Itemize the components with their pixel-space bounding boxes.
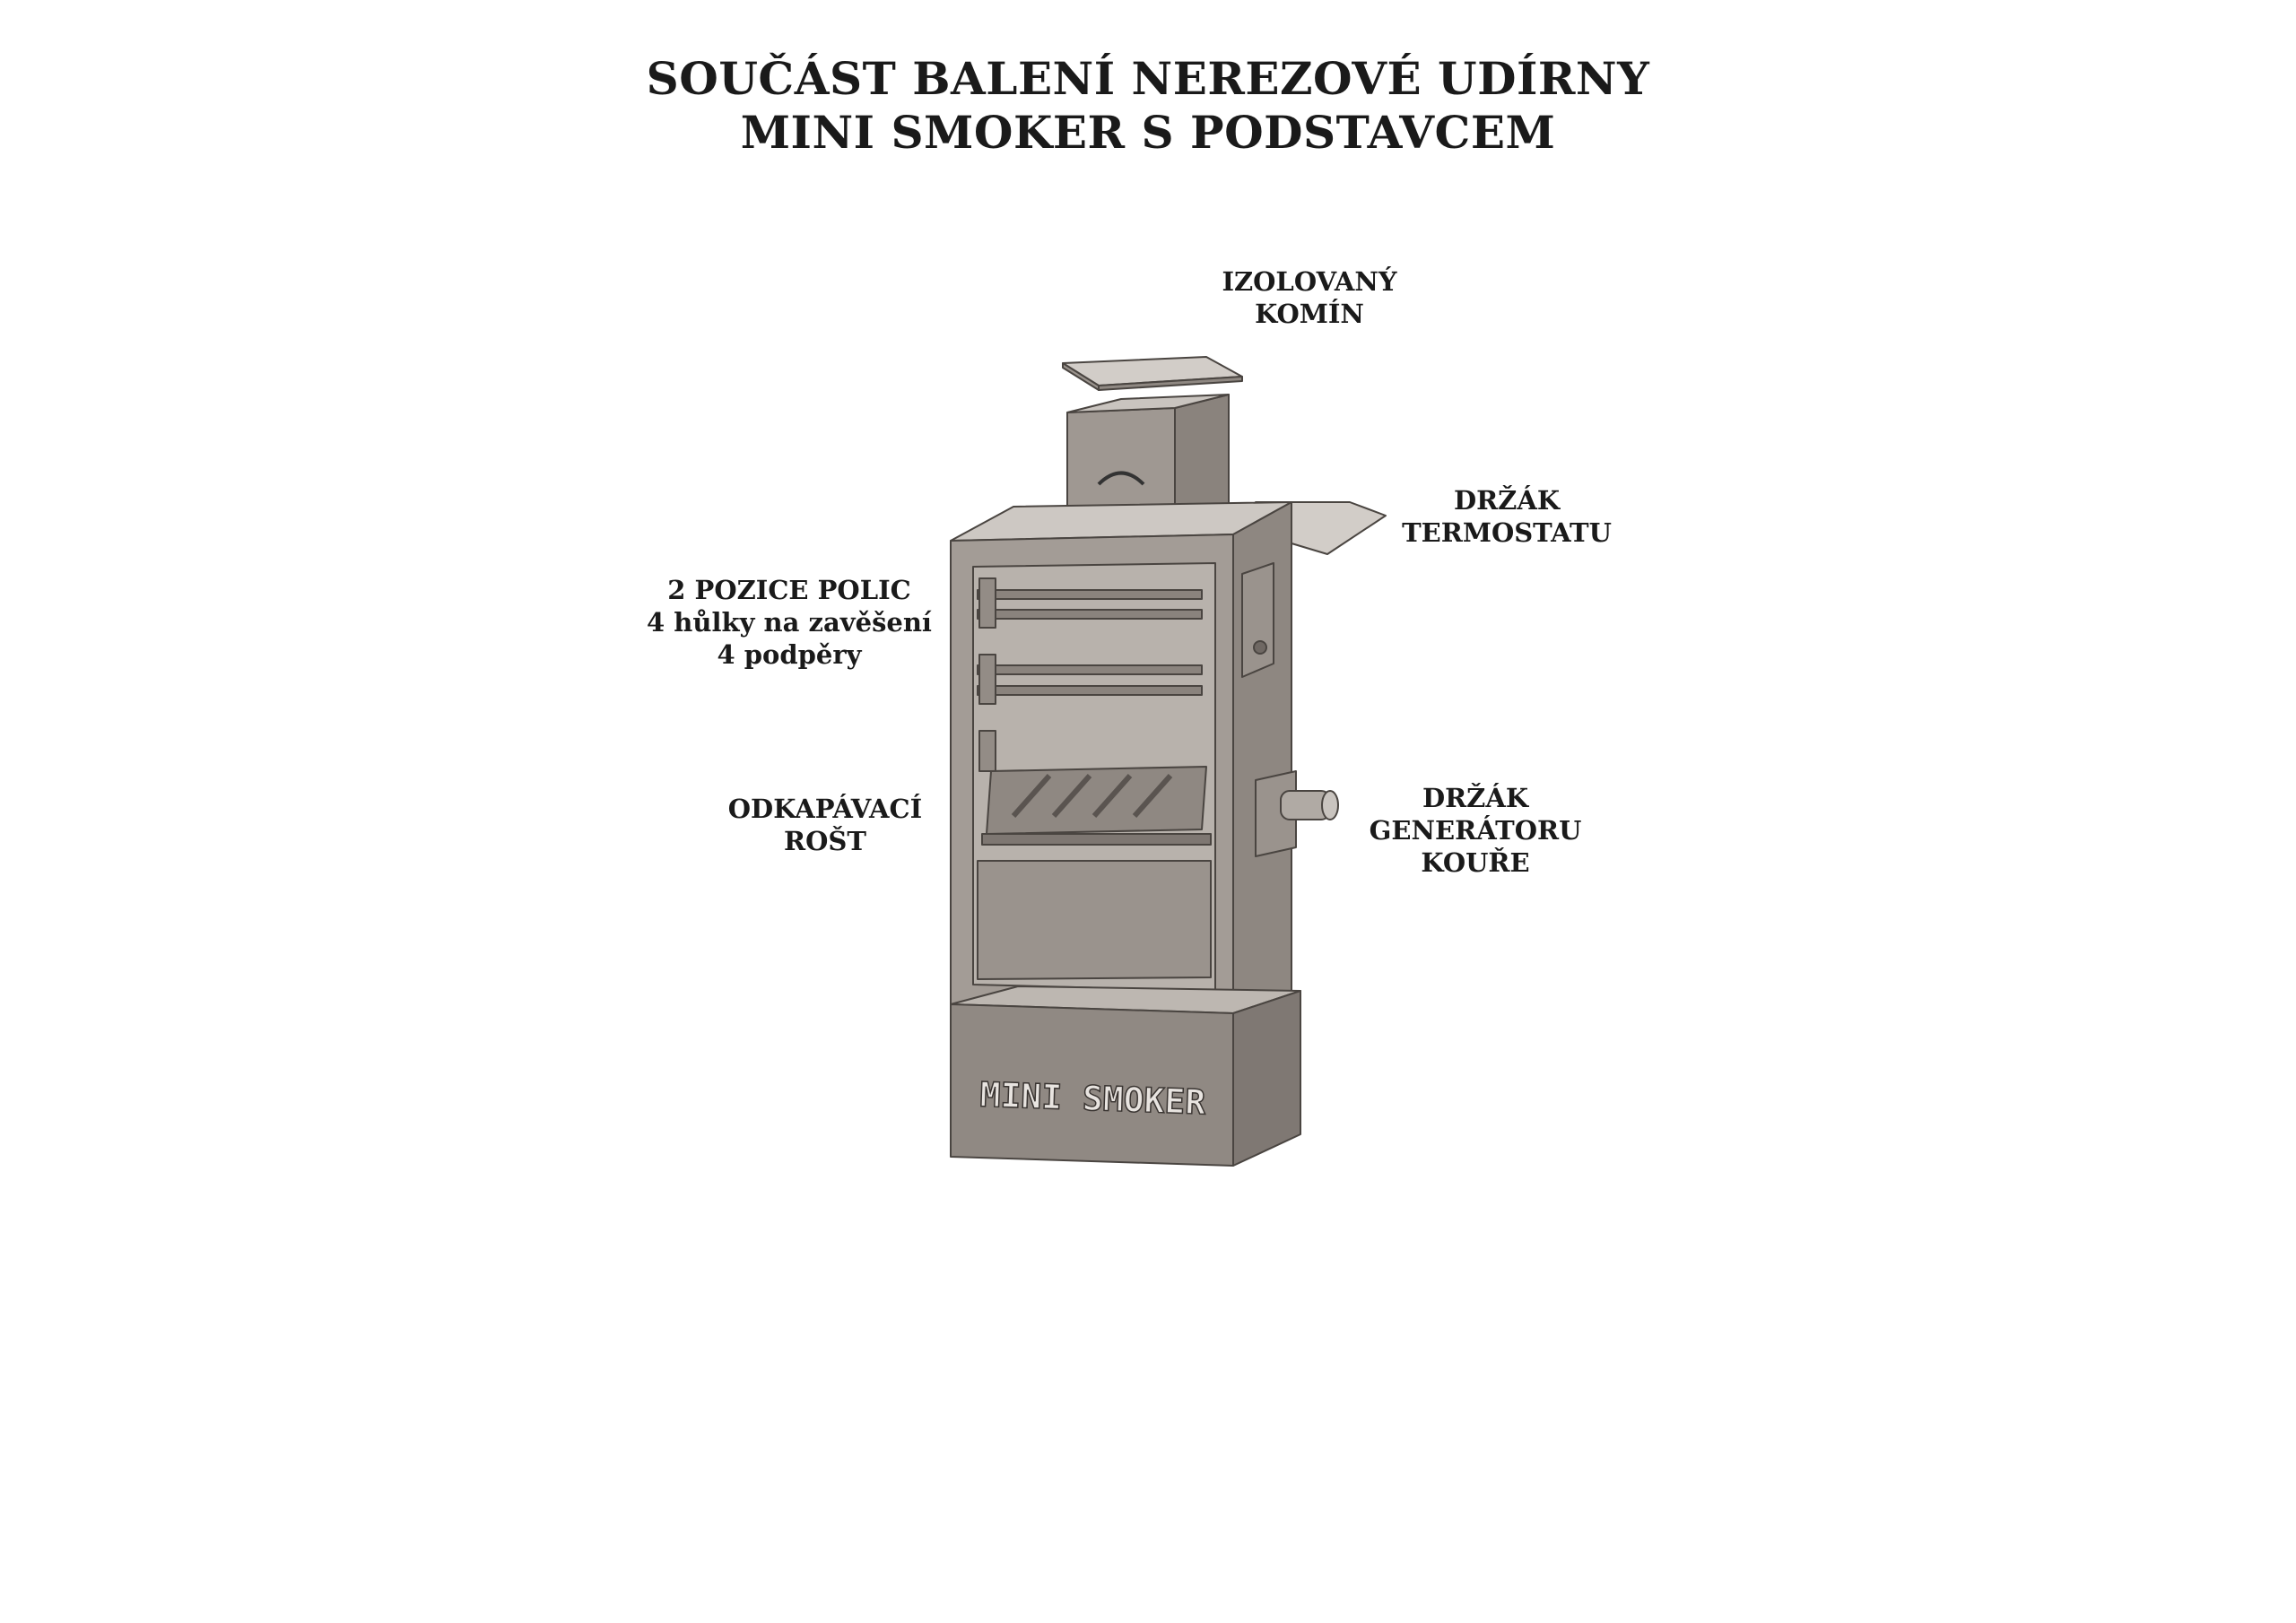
- stand-side: [1232, 990, 1301, 1167]
- shelf-rod: [977, 664, 1203, 675]
- label-drip-grate: ODKAPÁVACÍ ROŠT: [727, 794, 923, 856]
- label-smoke-generator-holder: DRŽÁK GENERÁTORU KOUŘE: [1369, 783, 1582, 878]
- label-insulated-chimney: IZOLOVANÝ KOMÍN: [1222, 266, 1397, 329]
- shelf-rod: [977, 609, 1203, 620]
- shelf-rod: [977, 685, 1203, 696]
- chimney-handle-icon: [1097, 471, 1145, 486]
- title-line-2: MINI SMOKER S PODSTAVCEM: [740, 106, 1556, 159]
- stand-front: [950, 1003, 1234, 1167]
- title-line-1: SOUČÁST BALENÍ NEREZOVÉ UDÍRNY: [646, 52, 1650, 105]
- drip-grate: [986, 766, 1207, 835]
- thermostat-box: [1241, 562, 1274, 678]
- stand-logo: MINI SMOKER: [979, 1075, 1206, 1123]
- shelf-support: [978, 577, 996, 629]
- shelf-rod: [977, 589, 1203, 600]
- shelf-support: [978, 730, 996, 772]
- label-shelf-positions: 2 POZICE POLIC 4 hůlky na zavěšení 4 pod…: [647, 575, 932, 670]
- lower-tray: [977, 860, 1212, 980]
- page-title: SOUČÁST BALENÍ NEREZOVÉ UDÍRNY MINI SMOK…: [0, 52, 2296, 160]
- label-thermostat-holder: DRŽÁK TERMOSTATU: [1402, 485, 1612, 548]
- shelf-support: [978, 654, 996, 705]
